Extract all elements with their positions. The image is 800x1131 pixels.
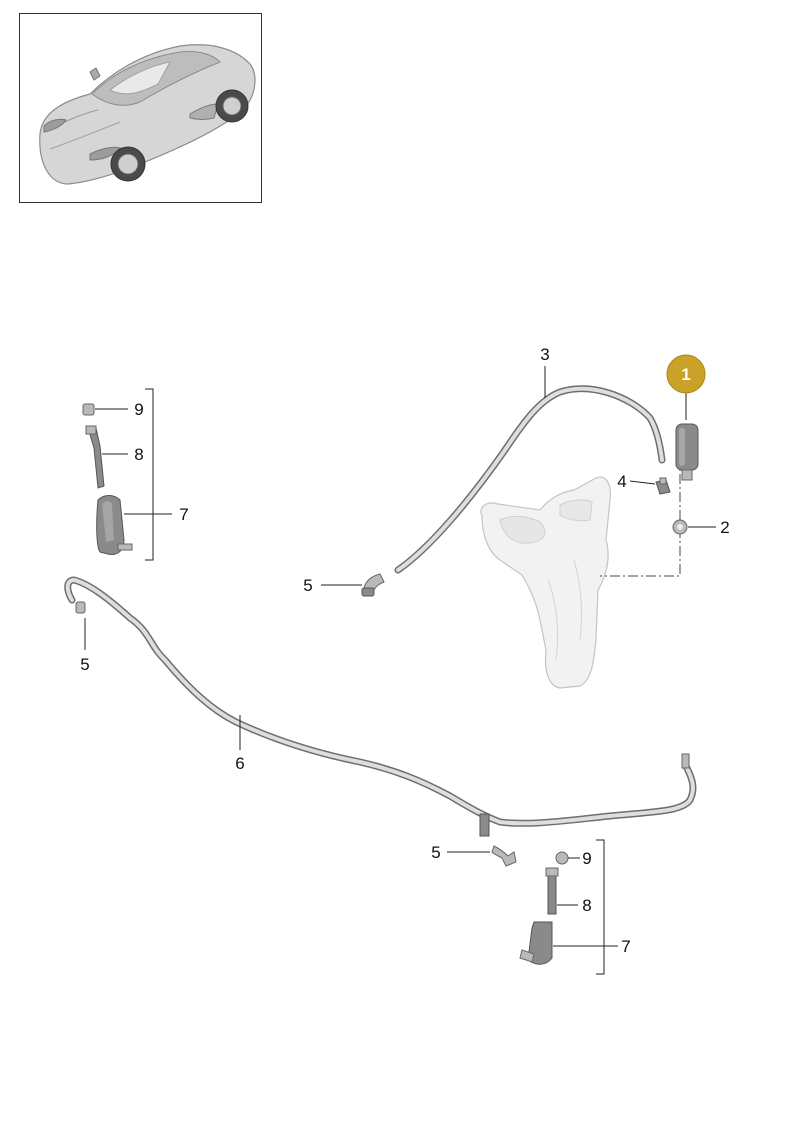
callout-7-right[interactable]: 7 [621, 937, 630, 956]
elbow-connector-lower [491, 845, 517, 867]
nozzle-assembly-right [519, 851, 569, 965]
grommet [672, 519, 688, 535]
callout-9-left[interactable]: 9 [134, 400, 143, 419]
car-illustration [39, 44, 256, 185]
callout-1[interactable]: 1 [681, 365, 690, 384]
highlight-badge[interactable] [666, 354, 706, 394]
callout-2[interactable]: 2 [720, 518, 729, 537]
elbow-connector-left [75, 601, 86, 614]
callout-5-lower[interactable]: 5 [431, 843, 440, 862]
callout-3[interactable]: 3 [540, 345, 549, 364]
callout-9-right[interactable]: 9 [582, 849, 591, 868]
washer-pump [675, 423, 699, 481]
connector [655, 477, 671, 495]
callout-6[interactable]: 6 [235, 754, 244, 773]
hose-3 [394, 385, 666, 574]
hose-6 [64, 576, 697, 837]
bracket-right [596, 839, 605, 975]
elbow-connector-upper [361, 573, 385, 597]
callout-8-right[interactable]: 8 [582, 896, 591, 915]
callout-4[interactable]: 4 [617, 472, 626, 491]
callout-5-left[interactable]: 5 [80, 655, 89, 674]
washer-fluid-reservoir [480, 476, 611, 689]
leader-4 [629, 480, 656, 485]
callout-5-upper[interactable]: 5 [303, 576, 312, 595]
callout-7-left[interactable]: 7 [179, 505, 188, 524]
callout-8-left[interactable]: 8 [134, 445, 143, 464]
vehicle-thumbnail [19, 13, 262, 203]
mounting-line [600, 456, 681, 577]
bracket-left [145, 388, 154, 561]
nozzle-assembly-left [82, 403, 133, 555]
